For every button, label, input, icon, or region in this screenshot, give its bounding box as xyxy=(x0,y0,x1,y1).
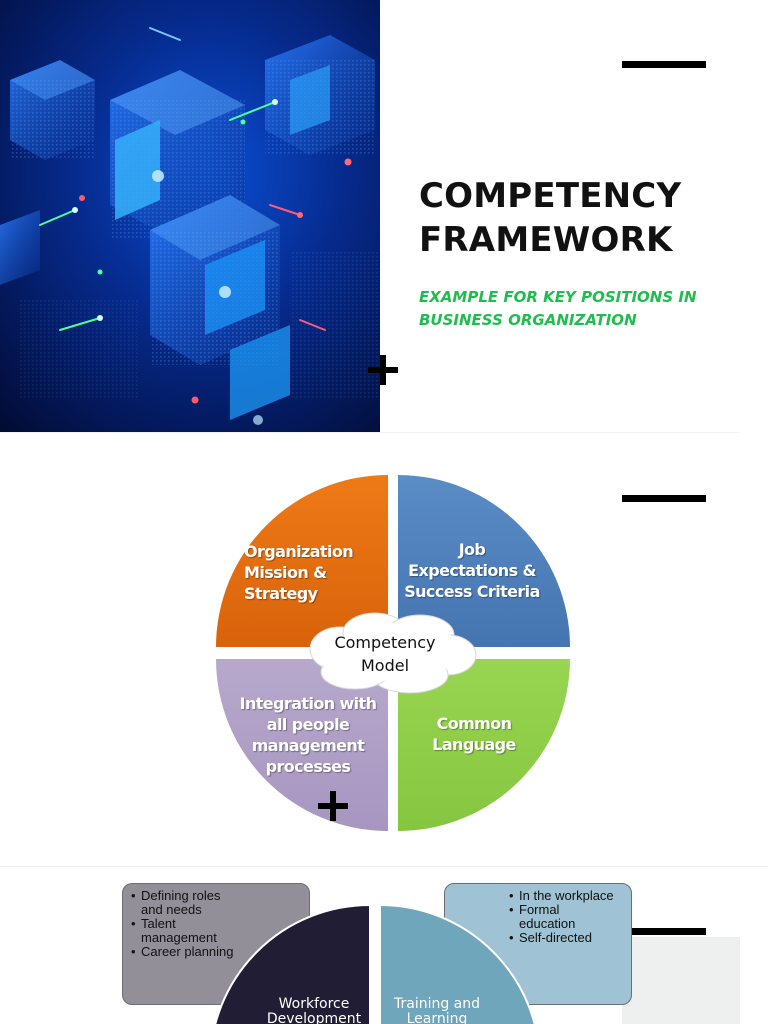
label-line: Training and xyxy=(393,996,481,1012)
segment-label-workforce-development: Workforce Development xyxy=(258,997,370,1024)
title-slide: COMPETENCY FRAMEWORK EXAMPLE FOR KEY POS… xyxy=(0,0,740,432)
decorative-bar xyxy=(622,495,706,502)
plus-icon xyxy=(368,355,398,385)
competency-model-slide: Organization Mission & Strategy Job Expe… xyxy=(0,432,740,866)
subtitle-line: BUSINESS ORGANIZATION xyxy=(419,311,637,329)
center-label: Competency Model xyxy=(318,631,452,677)
circuit-city-illustration xyxy=(0,0,380,432)
subtitle-line: EXAMPLE FOR KEY POSITIONS IN xyxy=(419,288,697,306)
competency-model-diagram xyxy=(216,475,570,831)
label-line: Model xyxy=(360,656,410,675)
slide-title: COMPETENCY FRAMEWORK xyxy=(419,174,719,262)
label-line: Workforce xyxy=(278,996,350,1012)
quadrant-integration xyxy=(216,659,388,831)
quadrant-label-job-expectations: Job Expectations & Success Criteria xyxy=(404,539,540,602)
quadrant-common-language xyxy=(398,659,570,831)
decorative-bar xyxy=(622,928,706,935)
side-panel xyxy=(622,937,740,1024)
title-line: FRAMEWORK xyxy=(419,220,673,260)
quadrant-label-common-language: Common Language xyxy=(416,713,532,755)
label-line: Integration with xyxy=(239,694,377,713)
list-item: Self-directed xyxy=(509,931,623,946)
label-line: processes xyxy=(265,757,351,776)
label-line: Competency xyxy=(334,633,436,652)
segment-workforce-development xyxy=(214,903,371,1024)
label-line: Development xyxy=(266,1011,362,1024)
hero-image xyxy=(0,0,380,432)
label-line: Common xyxy=(436,714,512,733)
label-line: management xyxy=(251,736,365,755)
label-line: Job xyxy=(458,540,486,559)
title-line: COMPETENCY xyxy=(419,176,682,216)
label-line: Success Criteria xyxy=(404,582,540,601)
list-item: In the workplace xyxy=(509,889,623,904)
segment-label-training-learning: Training and Learning xyxy=(382,997,492,1024)
list-item: Career planning xyxy=(131,945,301,960)
label-line: Mission & xyxy=(244,563,327,582)
label-line: Language xyxy=(432,735,516,754)
label-line: Learning xyxy=(406,1011,468,1024)
development-diagram xyxy=(214,903,536,1024)
quadrant-label-organization: Organization Mission & Strategy xyxy=(244,541,376,604)
label-line: Strategy xyxy=(244,584,318,603)
slide-subtitle: EXAMPLE FOR KEY POSITIONS IN BUSINESS OR… xyxy=(419,286,719,332)
cloud-shape xyxy=(309,612,477,694)
quadrant-organization xyxy=(216,475,388,647)
quadrant-label-integration: Integration with all people management p… xyxy=(238,693,378,777)
label-line: Expectations & xyxy=(408,561,536,580)
plus-icon xyxy=(318,791,348,821)
segment-training-learning xyxy=(379,903,536,1024)
label-line: all people xyxy=(266,715,350,734)
label-line: Organization xyxy=(244,542,354,561)
decorative-bar xyxy=(622,61,706,68)
quadrant-job-expectations xyxy=(398,475,570,647)
